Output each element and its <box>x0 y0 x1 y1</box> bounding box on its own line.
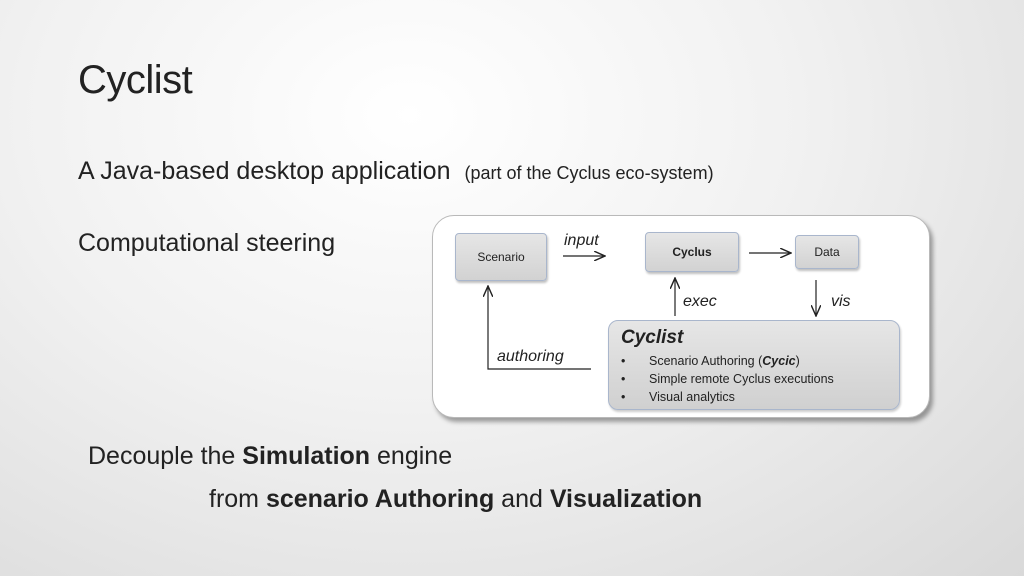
bullet-mark: • <box>621 354 626 368</box>
input-label: input <box>564 232 599 249</box>
exec-label: exec <box>683 293 717 310</box>
data-box: Data <box>795 235 859 269</box>
list-item: •Scenario Authoring (Cycic) <box>621 354 800 368</box>
decouple-line-2: from scenario Authoring and Visualizatio… <box>209 485 703 513</box>
description-main: A Java-based desktop application <box>78 157 451 185</box>
architecture-diagram: Scenario Cyclus Data input exec vis auth… <box>432 215 930 418</box>
list-item: •Simple remote Cyclus executions <box>621 372 834 386</box>
description-note: (part of the Cyclus eco-system) <box>464 163 714 183</box>
cyclist-title: Cyclist <box>621 327 684 348</box>
description-line: A Java-based desktop application (part of… <box>78 157 714 186</box>
cyclus-box: Cyclus <box>645 232 739 272</box>
steering-line: Computational steering <box>78 229 336 257</box>
list-item: •Visual analytics <box>621 390 735 404</box>
cyclist-box: Cyclist •Scenario Authoring (Cycic) •Sim… <box>608 320 900 410</box>
authoring-arrow <box>488 286 591 370</box>
bullet-mark: • <box>621 390 626 404</box>
diagram-arrows <box>433 216 929 370</box>
authoring-label: authoring <box>497 348 564 365</box>
decouple-line-1: Decouple the Simulation engine <box>88 442 453 470</box>
vis-label: vis <box>831 293 851 310</box>
scenario-box: Scenario <box>455 233 547 281</box>
bullet-mark: • <box>621 372 626 386</box>
slide-title: Cyclist <box>78 58 193 102</box>
